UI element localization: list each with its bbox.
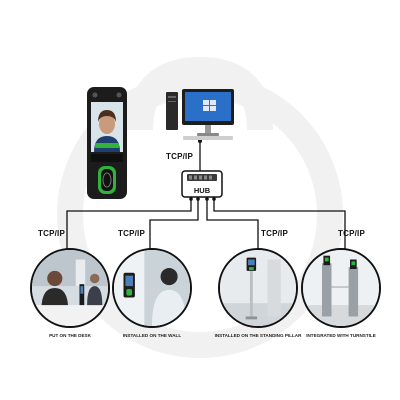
wall-caption: INSTALLED ON THE WALL	[122, 333, 182, 338]
pillar-scenario-image	[218, 248, 298, 328]
pillar-caption: INSTALLED ON THE STANDING PILLAR	[214, 333, 302, 338]
turnstile-caption: INTEGRATED WITH TURNSTILE	[306, 333, 376, 338]
desk-caption: PUT ON THE DESK	[49, 333, 91, 338]
wall-scenario-image	[112, 248, 192, 328]
turnstile-protocol-label: TCP/IP	[338, 229, 365, 238]
face-recognition-terminal	[87, 87, 127, 199]
desk-scenario-image	[30, 248, 110, 328]
desk-protocol-label: TCP/IP	[38, 229, 65, 238]
network-hub-icon	[181, 170, 223, 198]
pillar-protocol-label: TCP/IP	[261, 229, 288, 238]
uplink-protocol-label: TCP/IP	[166, 152, 193, 161]
wall-protocol-label: TCP/IP	[118, 229, 145, 238]
hub-label: HUB	[193, 186, 211, 195]
desktop-computer-icon	[166, 89, 234, 140]
turnstile-scenario-image	[301, 248, 381, 328]
